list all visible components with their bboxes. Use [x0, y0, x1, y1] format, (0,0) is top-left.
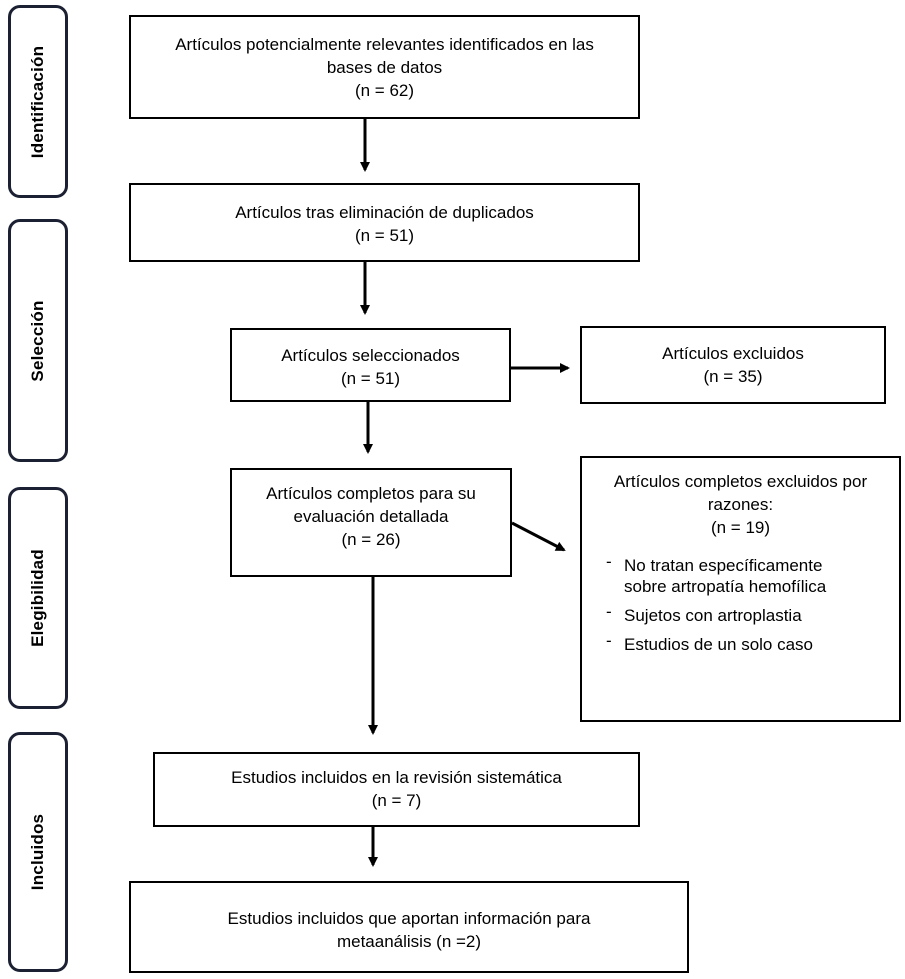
box-full-text: Artículos completos para su evaluación d…: [230, 468, 512, 577]
phase-included: Incluidos: [8, 732, 68, 972]
exclusion-reason-item: - Estudios de un solo caso: [606, 631, 814, 654]
arrow-fulltext-to-fullexcluded: [511, 521, 566, 552]
identified-count: (n = 62): [354, 81, 415, 100]
fullexcluded-line2: razones:: [707, 495, 774, 514]
fulltext-line1: Artículos completos para su: [266, 484, 476, 503]
exclusion-reason-item: - Sujetos con artroplastia: [606, 602, 802, 625]
fulltext-count: (n = 26): [341, 530, 401, 549]
box-included-review: Estudios incluidos en la revisión sistem…: [153, 752, 640, 827]
excluded-line1: Artículos excluidos: [662, 344, 804, 363]
fullexcluded-count: (n = 19): [710, 518, 771, 537]
identified-line1: Artículos potencialmente relevantes iden…: [175, 35, 594, 54]
review-line1: Estudios incluidos en la revisión sistem…: [231, 768, 562, 787]
deduplicated-line1: Artículos tras eliminación de duplicados: [235, 203, 534, 222]
fullexcluded-line1: Artículos completos excluidos por: [613, 472, 868, 491]
review-count: (n = 7): [371, 791, 422, 810]
box-included-meta: Estudios incluidos que aportan informaci…: [129, 881, 689, 973]
box-identified: Artículos potencialmente relevantes iden…: [129, 15, 640, 119]
box-deduplicated: Artículos tras eliminación de duplicados…: [129, 183, 640, 262]
phase-eligibility: Elegibilidad: [8, 487, 68, 709]
exclusion-reason-text: Sujetos con artroplastia: [624, 606, 802, 625]
box-excluded: Artículos excluidos (n = 35): [580, 326, 886, 404]
selected-count: (n = 51): [340, 369, 401, 388]
deduplicated-count: (n = 51): [354, 226, 415, 245]
meta-line1: Estudios incluidos que aportan informaci…: [227, 909, 591, 928]
exclusion-reason-item: - No tratan específicamente sobre artrop…: [606, 552, 827, 596]
exclusion-reason-text: No tratan específicamente sobre artropat…: [624, 556, 827, 596]
exclusion-reasons-list: - No tratan específicamente sobre artrop…: [604, 552, 869, 655]
box-selected: Artículos seleccionados (n = 51): [230, 328, 511, 402]
meta-line2: metaanálisis (n =2): [336, 932, 482, 951]
identified-line2: bases de datos: [326, 58, 443, 77]
fulltext-line2: evaluación detallada: [293, 507, 449, 526]
exclusion-reason-text: Estudios de un solo caso: [624, 635, 814, 654]
box-full-excluded: Artículos completos excluidos por razone…: [580, 456, 901, 722]
excluded-count: (n = 35): [703, 367, 763, 386]
phase-identification: Identificación: [8, 5, 68, 198]
phase-selection: Selección: [8, 219, 68, 462]
selected-line1: Artículos seleccionados: [281, 346, 460, 365]
